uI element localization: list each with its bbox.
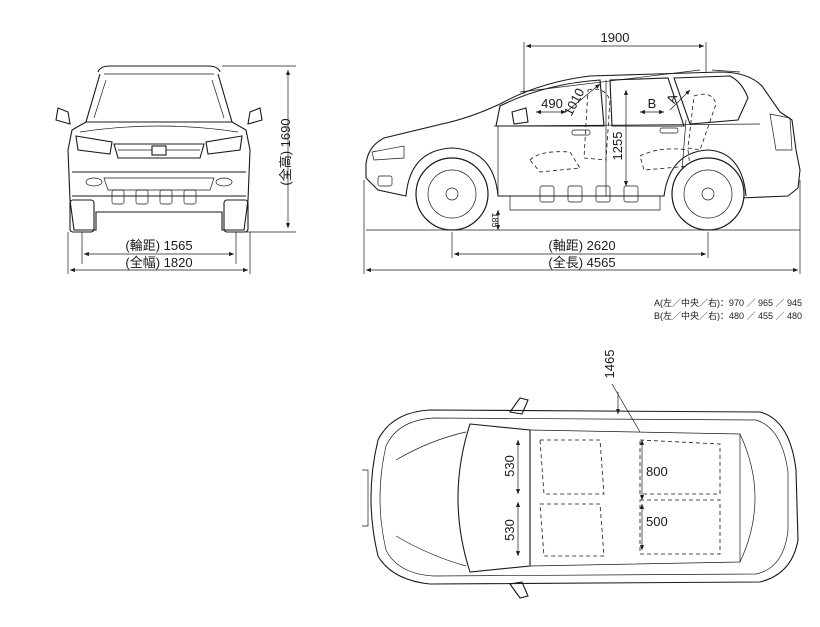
front-view: (全高) 1690 (輪距) 1565 (全幅) 1820 xyxy=(55,65,296,274)
dim-530-top-label: 530 xyxy=(502,455,517,477)
dim-800-label: 800 xyxy=(646,464,668,479)
dim-500-label: 500 xyxy=(646,514,668,529)
note-b: B(左／中央／右)：480 ／ 455 ／ 480 xyxy=(654,310,802,321)
top-view: 1465 530 530 800 500 xyxy=(362,350,799,599)
wheelbase-label: (軸距) 2620 xyxy=(548,238,615,253)
top-length-label: 1900 xyxy=(601,30,630,45)
notes: A(左／中央／右)：970 ／ 965 ／ 945 B(左／中央／右)：480 … xyxy=(654,297,802,321)
length-label: (全長) 4565 xyxy=(548,255,615,270)
side-view: 1900 490 1010 1255 B A 185 (軸距) 2620 (全長… xyxy=(363,30,801,274)
dim-530-bottom-label: 530 xyxy=(502,519,517,541)
dim-1465-label: 1465 xyxy=(602,350,617,379)
dim-490-label: 490 xyxy=(541,96,563,111)
dim-1010-label: 1010 xyxy=(561,86,588,119)
note-a: A(左／中央／右)：970 ／ 965 ／ 945 xyxy=(654,297,802,308)
tread-label: (輪距) 1565 xyxy=(125,238,192,253)
width-label: (全幅) 1820 xyxy=(125,255,192,270)
ground-clearance-label: 185 xyxy=(490,212,500,227)
label-a: A xyxy=(663,92,680,106)
height-label: (全高) 1690 xyxy=(278,118,293,185)
dim-1255-label: 1255 xyxy=(610,132,625,161)
label-b: B xyxy=(648,96,657,111)
